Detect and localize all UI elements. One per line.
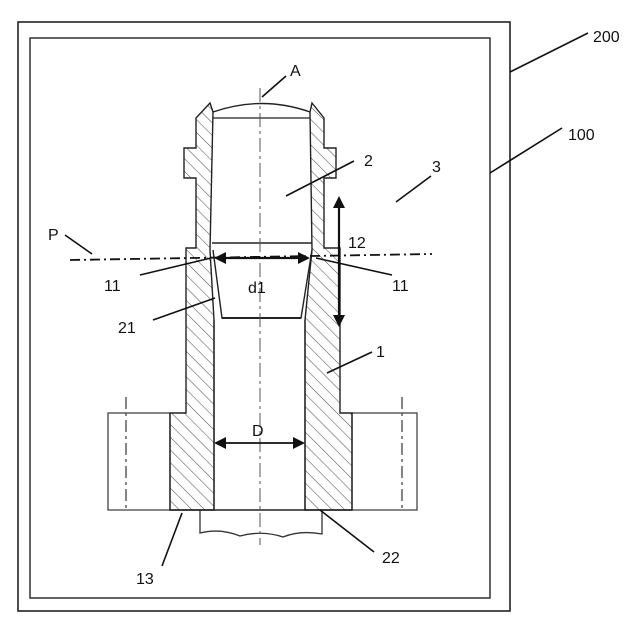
pipe-body-walls	[170, 103, 352, 510]
top-cap	[213, 104, 310, 113]
label-13: 13	[136, 571, 154, 588]
label-21: 21	[118, 320, 136, 337]
label-100: 100	[568, 127, 595, 144]
label-11-left: 11	[104, 278, 121, 295]
outer-frame-200	[18, 22, 510, 611]
label-2: 2	[364, 153, 373, 170]
label-11-right: 11	[392, 278, 409, 295]
bottom-part-22	[200, 510, 322, 537]
flange	[108, 397, 417, 510]
label-P: P	[48, 227, 59, 244]
label-22: 22	[382, 550, 400, 567]
label-1: 1	[376, 344, 385, 361]
label-200: 200	[593, 29, 620, 46]
label-12: 12	[348, 235, 366, 252]
label-A: A	[290, 63, 301, 80]
label-D: D	[252, 423, 264, 440]
label-3: 3	[432, 159, 441, 176]
label-d1: d1	[248, 280, 266, 297]
